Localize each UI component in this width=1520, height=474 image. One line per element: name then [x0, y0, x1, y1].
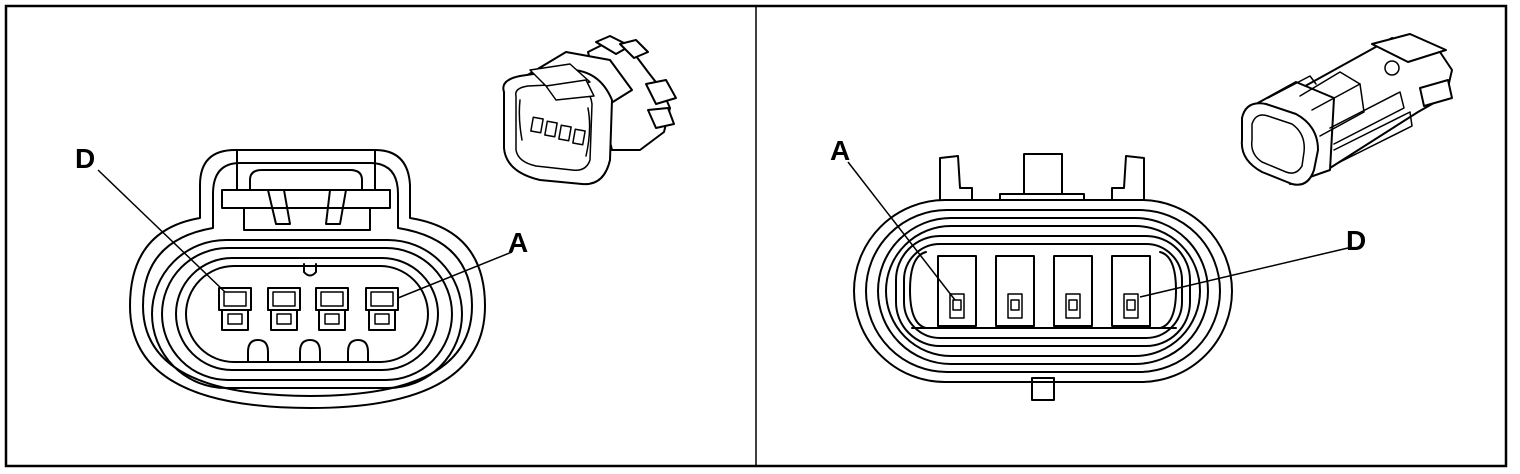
right-connector-face: [853, 153, 1233, 401]
left-terminal-cavities: [218, 287, 399, 331]
left-panel: D A: [75, 35, 677, 409]
right-panel: A D: [830, 33, 1453, 401]
left-leader-d: [97, 169, 226, 293]
left-label-a: A: [508, 227, 528, 258]
left-label-d: D: [75, 143, 95, 174]
right-label-a: A: [830, 135, 850, 166]
left-connector-face: [129, 149, 486, 409]
left-leader-a: [397, 251, 513, 299]
right-leader-a: [847, 161, 956, 301]
right-terminal-cavities: [937, 255, 1151, 327]
right-label-d: D: [1346, 225, 1366, 256]
right-connector-iso-illustration: [1240, 33, 1453, 186]
right-leader-d: [1139, 247, 1349, 298]
left-connector-iso-illustration: [502, 35, 677, 186]
